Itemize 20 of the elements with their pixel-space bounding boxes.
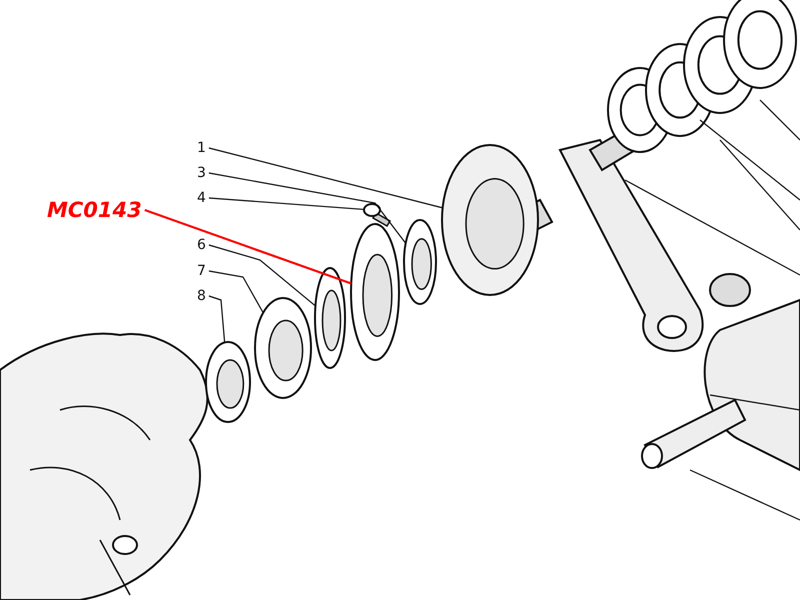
ball-bearing-drawing (254, 297, 312, 399)
leader-line (208, 172, 406, 244)
seal-drawing (205, 341, 251, 423)
part-number: MC0143 (47, 198, 142, 222)
leader-line (208, 197, 364, 210)
bolt-drawing (363, 203, 392, 228)
callout-number: 4 (197, 190, 206, 206)
leader-line (208, 244, 316, 306)
callout-number: 6 (197, 237, 206, 253)
leader-line (208, 295, 226, 343)
oil-seal-drawing (403, 219, 437, 305)
bearing-flange-drawing (350, 223, 400, 361)
ring-drawing (314, 267, 346, 369)
callout-number: 3 (197, 165, 206, 181)
callout-number: 8 (197, 288, 206, 304)
callout-number: 1 (197, 140, 206, 156)
callout-number: 7 (197, 263, 206, 279)
crankshaft-drawing (441, 144, 554, 296)
leader-line (208, 147, 443, 208)
leader-line (208, 270, 264, 314)
